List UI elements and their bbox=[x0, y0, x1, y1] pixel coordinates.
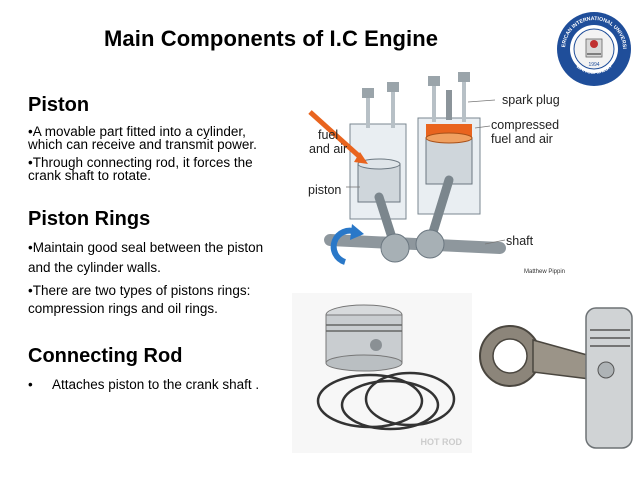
label-compressed-line-1: compressed bbox=[491, 118, 560, 132]
rings-bullet-2-line-2: compression rings and oil rings. bbox=[28, 301, 218, 316]
label-fuel-line-1: fuel bbox=[318, 128, 339, 142]
piston-bullet-1-line-1: •A movable part fitted into a cylinder, bbox=[28, 124, 246, 139]
heading-piston-rings: Piston Rings bbox=[28, 208, 151, 230]
label-spark-plug: spark plug bbox=[502, 93, 560, 107]
connecting-rod-photo bbox=[478, 290, 636, 460]
heading-piston: Piston bbox=[28, 94, 90, 116]
label-compressed-line-2: fuel and air bbox=[491, 132, 553, 146]
label-shaft: shaft bbox=[506, 234, 534, 248]
rod-bullet-1: Attaches piston to the crank shaft . bbox=[52, 377, 260, 392]
piston-bullet-2-line-1: •Through connecting rod, it forces the bbox=[28, 155, 253, 170]
rings-bullet-1-line-1: •Maintain good seal between the piston bbox=[28, 240, 264, 255]
heading-connecting-rod: Connecting Rod bbox=[28, 345, 183, 367]
rings-bullet-2-line-1: •There are two types of pistons rings: bbox=[28, 283, 251, 298]
rod-bullet-marker: • bbox=[28, 377, 33, 392]
diagram-credit: Matthew Pippin bbox=[524, 269, 566, 275]
piston-rings-photo: HOT ROD bbox=[292, 293, 472, 453]
engine-cylinder-diagram bbox=[308, 72, 506, 265]
logo-year: 1994 bbox=[588, 62, 599, 68]
piston-bullet-1-line-2: which can receive and transmit power. bbox=[28, 137, 257, 152]
slide-title: Main Components of I.C Engine bbox=[104, 26, 439, 51]
rings-bullet-1-line-2: and the cylinder walls. bbox=[28, 260, 161, 275]
label-fuel-line-2: and air bbox=[309, 142, 348, 156]
photo-watermark: HOT ROD bbox=[421, 437, 463, 447]
piston-bullet-2-line-2: crank shaft to rotate. bbox=[28, 168, 152, 183]
university-logo: 1994 AMERICAN INTERNATIONAL UNIVERSITY B… bbox=[555, 10, 631, 86]
label-piston: piston bbox=[308, 183, 342, 197]
